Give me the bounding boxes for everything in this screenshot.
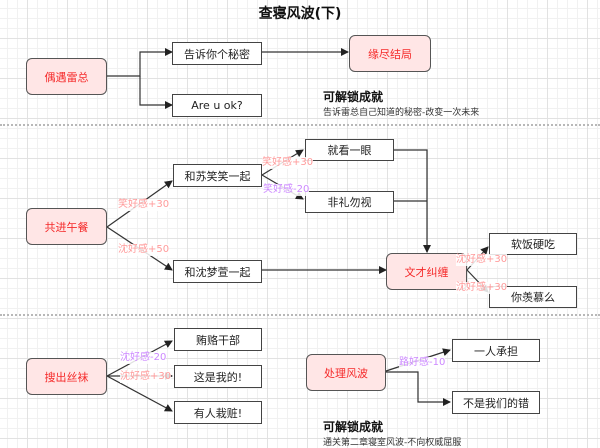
affection-label: 沈好感+50 [118, 244, 170, 256]
choice-label: 不是我们的错 [463, 396, 529, 410]
choice-label: 和苏笑笑一起 [184, 169, 251, 183]
edge-look-merge [394, 149, 431, 253]
affection-label: 笑好感+30 [262, 157, 314, 169]
choice-node[interactable]: 这是我的! [174, 365, 262, 388]
achievement-desc: 告诉雷总自己知道的秘密-改变一次未来 [323, 108, 480, 118]
diagram-title: 查寝风波(下) [258, 6, 342, 22]
event-node[interactable]: 处理风波 [306, 354, 386, 391]
edge-handle-notours [386, 371, 451, 406]
edge-event1-choice2 [139, 76, 173, 109]
choice-label: 和沈梦萱一起 [184, 265, 251, 279]
affection-label: 沈好感+30 [456, 282, 508, 294]
affection-label: 路好感-10 [399, 357, 446, 369]
choice-node[interactable]: 就看一眼 [305, 139, 394, 161]
choice-node[interactable]: 软饭硬吃 [489, 233, 577, 255]
choice-label: 这是我的! [193, 370, 243, 384]
achievement-title: 可解锁成就 [323, 90, 384, 104]
choice-node[interactable]: 有人栽赃! [174, 401, 262, 424]
choice-node[interactable]: 一人承担 [452, 339, 540, 362]
event-label: 偶遇雷总 [44, 70, 89, 84]
ending-node[interactable]: 缘尽结局 [349, 35, 431, 72]
affection-label: 沈好感+30 [456, 254, 508, 266]
choice-label: 非礼勿视 [327, 196, 372, 209]
event-node[interactable]: 偶遇雷总 [26, 58, 107, 95]
choice-label: 一人承担 [474, 344, 518, 358]
event-label: 搜出丝袜 [44, 370, 89, 384]
choice-label: 贿赂干部 [196, 333, 240, 347]
choice-node[interactable]: 不是我们的错 [452, 391, 540, 414]
event-label: 文才纠缠 [404, 265, 449, 279]
edge-sock-framed [106, 375, 173, 412]
section-divider [0, 314, 600, 316]
affection-label: 笑好感-20 [263, 184, 310, 196]
section-divider [0, 124, 600, 126]
achievement-title: 可解锁成就 [323, 420, 384, 434]
choice-node[interactable]: 你羡慕么 [489, 286, 577, 308]
choice-node[interactable]: 告诉你个秘密 [172, 42, 262, 65]
choice-node[interactable]: Are u ok? [172, 94, 262, 117]
choice-node[interactable]: 非礼勿视 [305, 191, 394, 213]
choice-node[interactable]: 和沈梦萱一起 [173, 260, 262, 283]
event-node[interactable]: 搜出丝袜 [26, 358, 107, 395]
choice-label: 有人栽赃! [193, 406, 243, 420]
edge-event1-choice1 [107, 48, 173, 77]
affection-label: 沈好感-20 [120, 352, 167, 364]
choice-node[interactable]: 贿赂干部 [174, 328, 262, 351]
event-label: 共进午餐 [44, 220, 89, 234]
choice-label: 就看一眼 [327, 144, 372, 157]
affection-label: 沈好感+30 [120, 371, 172, 383]
achievement-desc: 通关第二章寝室风波-不向权威屈服 [323, 438, 462, 448]
affection-label: 笑好感+30 [118, 199, 170, 211]
choice-label: 告诉你个秘密 [184, 47, 250, 61]
choice-label: 你羡慕么 [511, 291, 555, 304]
ending-label: 缘尽结局 [368, 47, 412, 61]
choice-label: Are u ok? [191, 99, 243, 112]
choice-label: 软饭硬吃 [511, 238, 555, 251]
event-label: 处理风波 [324, 366, 368, 380]
event-node[interactable]: 共进午餐 [26, 208, 107, 245]
choice-node[interactable]: 和苏笑笑一起 [173, 164, 262, 187]
event-node[interactable]: 文才纠缠 [386, 253, 467, 290]
